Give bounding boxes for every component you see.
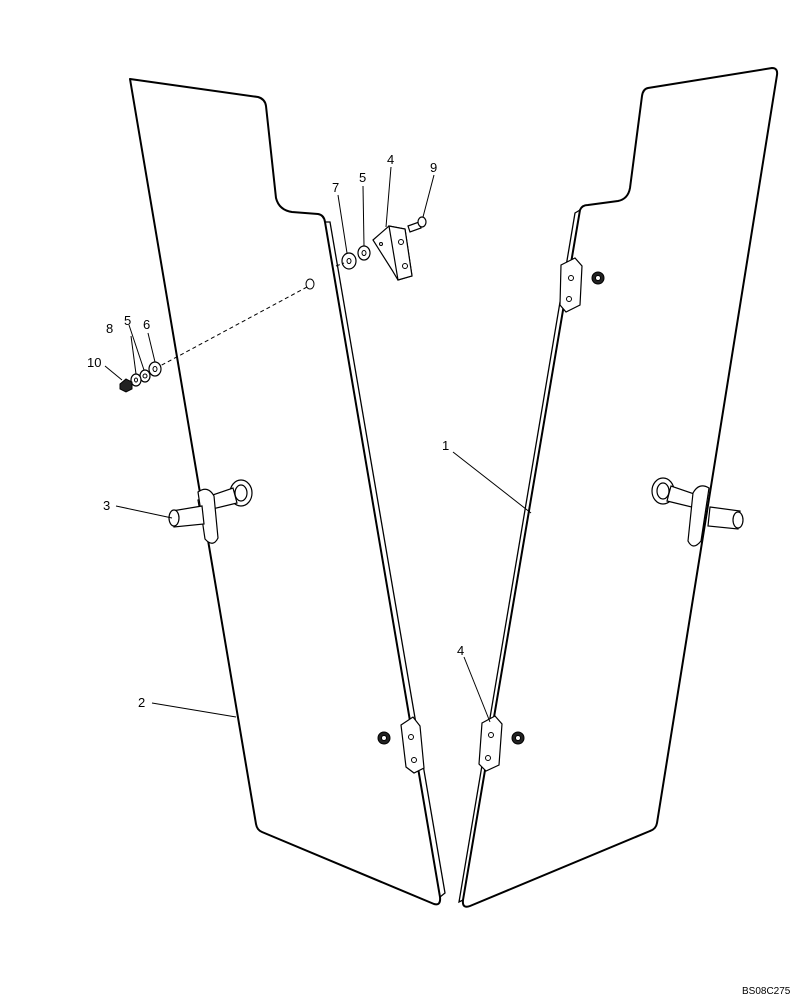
lock-washer-5-top: [357, 245, 371, 261]
callout-4-top: 4: [387, 152, 394, 167]
callout-7: 7: [332, 180, 339, 195]
callout-5-top: 5: [359, 170, 366, 185]
washer-6: [148, 361, 162, 377]
left-bottom-hinge: [377, 716, 425, 774]
callout-10: 10: [87, 355, 101, 370]
left-latch-handle: [168, 479, 253, 544]
drawing-reference: BS08C275: [742, 986, 791, 997]
right-side-panel: [458, 67, 779, 908]
callout-1: 1: [442, 438, 449, 453]
bolt-9: [407, 216, 427, 233]
left-side-panel: [129, 78, 446, 906]
right-top-hinge: [559, 257, 605, 313]
lock-washer-5-left: [139, 369, 151, 383]
right-latch-handle: [651, 477, 744, 547]
panel-hole: [305, 278, 315, 290]
callout-3: 3: [103, 498, 110, 513]
callout-4-bottom: 4: [457, 643, 464, 658]
callout-5-left: 5: [124, 313, 131, 328]
callout-9: 9: [430, 160, 437, 175]
callout-8: 8: [106, 321, 113, 336]
nut-10: [119, 378, 133, 393]
assembly-line-top: [335, 262, 345, 267]
leader-lines: [104, 166, 532, 723]
callout-2: 2: [138, 695, 145, 710]
washer-7: [341, 252, 357, 270]
callout-6: 6: [143, 317, 150, 332]
hinge-bracket-exploded: [372, 225, 413, 281]
right-bottom-hinge: [478, 715, 525, 772]
